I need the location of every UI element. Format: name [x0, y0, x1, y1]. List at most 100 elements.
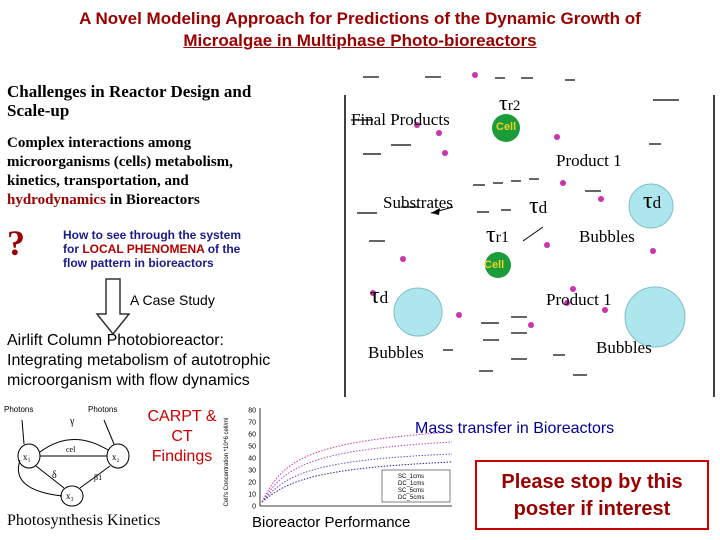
- chart-ytick-label: 30: [248, 468, 256, 475]
- case-study-label: A Case Study: [130, 292, 215, 308]
- node-x3: x₃: [66, 491, 74, 501]
- chart-ytick-label: 40: [248, 456, 256, 463]
- airlift-line-2: Integrating metabolism of autotrophic: [7, 352, 271, 369]
- tau-r1-sub: r1: [495, 229, 509, 246]
- cell-top-label: Cell: [496, 121, 517, 133]
- local-phenomena: LOCAL PHENOMENA: [82, 242, 205, 256]
- performance-chart: Cell's Concentration *10^6 cell/ml 80706…: [224, 408, 453, 511]
- complex-line-2: microorganisms (cells) metabolism,: [7, 154, 233, 170]
- bubbles-label-3: Bubbles: [596, 338, 652, 357]
- legend-item-1: SC_1cms: [398, 474, 424, 480]
- carpt-line-3: Findings: [151, 448, 213, 465]
- photosynthesis-kinetics-label: Photosynthesis Kinetics: [7, 512, 161, 529]
- chart-legend-items: SC_1cms DC_1cms SC_5cms DC_5cms: [398, 474, 424, 501]
- tau-d-mid-symbol: τd: [529, 193, 547, 220]
- chart-ytick-label: 50: [248, 444, 256, 451]
- mass-transfer-label: Mass transfer in Bioreactors: [415, 420, 615, 437]
- chart-series: [261, 431, 453, 503]
- tau-d-right-sub: d: [652, 193, 662, 212]
- node-x2: x₂: [112, 452, 120, 462]
- chart-ylabel: Cell's Concentration *10^6 cell/ml: [224, 417, 230, 506]
- bubble-bottom-left: [393, 287, 443, 337]
- photons-left: Photons: [4, 405, 33, 414]
- tau-r2: τ: [499, 90, 508, 115]
- tau-d-right-symbol: τd: [643, 188, 661, 215]
- substrates-label: Substrates: [383, 193, 453, 212]
- bubble-bottom-right: [624, 286, 686, 348]
- bubble-dashes: [351, 76, 679, 376]
- product1-lower-label: Product 1: [546, 290, 612, 309]
- series-3: [261, 453, 453, 503]
- stop-line-2: poster if interest: [513, 498, 671, 520]
- tau-r1: τ: [486, 222, 496, 248]
- see-line-3: flow pattern in bioreactors: [63, 256, 214, 270]
- tau-d-left: τ: [370, 283, 380, 309]
- legend-item-2: DC_1cms: [398, 481, 424, 487]
- complex-line-3: kinetics, transportation, and: [7, 173, 189, 189]
- series-1: [261, 431, 453, 503]
- tau-d-left-symbol: τd: [370, 283, 388, 310]
- series-2: [261, 441, 453, 503]
- carpt-line-2: CT: [171, 428, 193, 445]
- cell-middle-label: Cell: [484, 259, 505, 271]
- hydrodynamics-word: hydrodynamics: [7, 192, 106, 208]
- complex-line-1: Complex interactions among: [7, 135, 192, 151]
- see-line-1: How to see through the system: [63, 228, 242, 242]
- chart-ytick-label: 20: [248, 480, 256, 487]
- tau-d-left-sub: d: [379, 288, 389, 307]
- legend-item-3: SC_5cms: [398, 488, 424, 494]
- poster-title: A Novel Modeling Approach for Prediction…: [0, 8, 720, 52]
- bubbles-label-1: Bubbles: [579, 227, 635, 246]
- chart-legend: [381, 469, 451, 503]
- tau-d-right: τ: [643, 188, 653, 214]
- tau-r2-sub: r2: [507, 98, 521, 114]
- cell-middle: [485, 252, 511, 278]
- complex-line-4-rest: in Bioreactors: [105, 192, 200, 208]
- tau-d-mid: τ: [529, 193, 539, 219]
- delta-label: δ: [52, 470, 57, 481]
- see-line-2c: of the: [204, 242, 241, 256]
- challenges-line-1: Challenges in Reactor Design and: [7, 82, 252, 101]
- title-line-2: Microalgae in Multiphase Photo-bioreacto…: [183, 31, 537, 50]
- challenges-heading: Challenges in Reactor Design and Scale-u…: [7, 82, 251, 120]
- series-4: [261, 461, 453, 503]
- bubbles-label-2: Bubbles: [368, 343, 424, 362]
- carpt-line-1: CARPT &: [147, 408, 217, 425]
- reactor-schematic: [344, 72, 715, 397]
- airlift-line-3: microorganism with flow dynamics: [7, 372, 250, 389]
- see-through-text: How to see through the system for LOCAL …: [63, 228, 241, 270]
- tau-r1-symbol: τr1: [486, 222, 509, 249]
- bubbles: [393, 183, 686, 348]
- final-products-label: Final Products: [351, 110, 450, 129]
- carpt-ct-findings: CARPT & CT Findings: [142, 407, 222, 467]
- stop-line-1: Please stop by this: [501, 471, 683, 493]
- chart-ytick-label: 0: [252, 504, 256, 511]
- cell-top: [492, 114, 520, 142]
- node-x1: x₁: [23, 452, 31, 462]
- complex-interactions-text: Complex interactions among microorganism…: [7, 134, 233, 210]
- airlift-description: Airlift Column Photobioreactor: Integrat…: [7, 331, 270, 391]
- question-mark: ?: [7, 223, 25, 263]
- kinetics-diagram: Photons Photons γ x₁ x₂ x₃ cel δ β1: [4, 405, 130, 507]
- tau-r2-symbol: τr2: [499, 90, 520, 116]
- cells: [485, 114, 520, 278]
- chart-ytick-label: 10: [248, 492, 256, 499]
- stop-by-callout: Please stop by this poster if interest: [475, 460, 709, 530]
- bioreactor-performance-label: Bioreactor Performance: [252, 514, 411, 531]
- gamma-label: γ: [69, 416, 75, 427]
- cel-label: cel: [66, 445, 76, 454]
- chart-ytick-label: 70: [248, 420, 256, 427]
- photons-right: Photons: [88, 405, 117, 414]
- see-line-2: for LOCAL PHENOMENA of the: [63, 242, 241, 256]
- challenges-line-2: Scale-up: [7, 101, 70, 120]
- down-arrow-icon: [95, 278, 131, 336]
- tau-d-mid-sub: d: [538, 198, 548, 217]
- bubble-top-right: [628, 183, 674, 229]
- legend-item-4: DC_5cms: [398, 495, 424, 501]
- airlift-line-1: Airlift Column Photobioreactor:: [7, 332, 224, 349]
- product1-upper-label: Product 1: [556, 151, 622, 170]
- chart-ytick-label: 60: [248, 432, 256, 439]
- beta1-label: β1: [94, 473, 102, 482]
- title-line-1: A Novel Modeling Approach for Prediction…: [79, 9, 641, 28]
